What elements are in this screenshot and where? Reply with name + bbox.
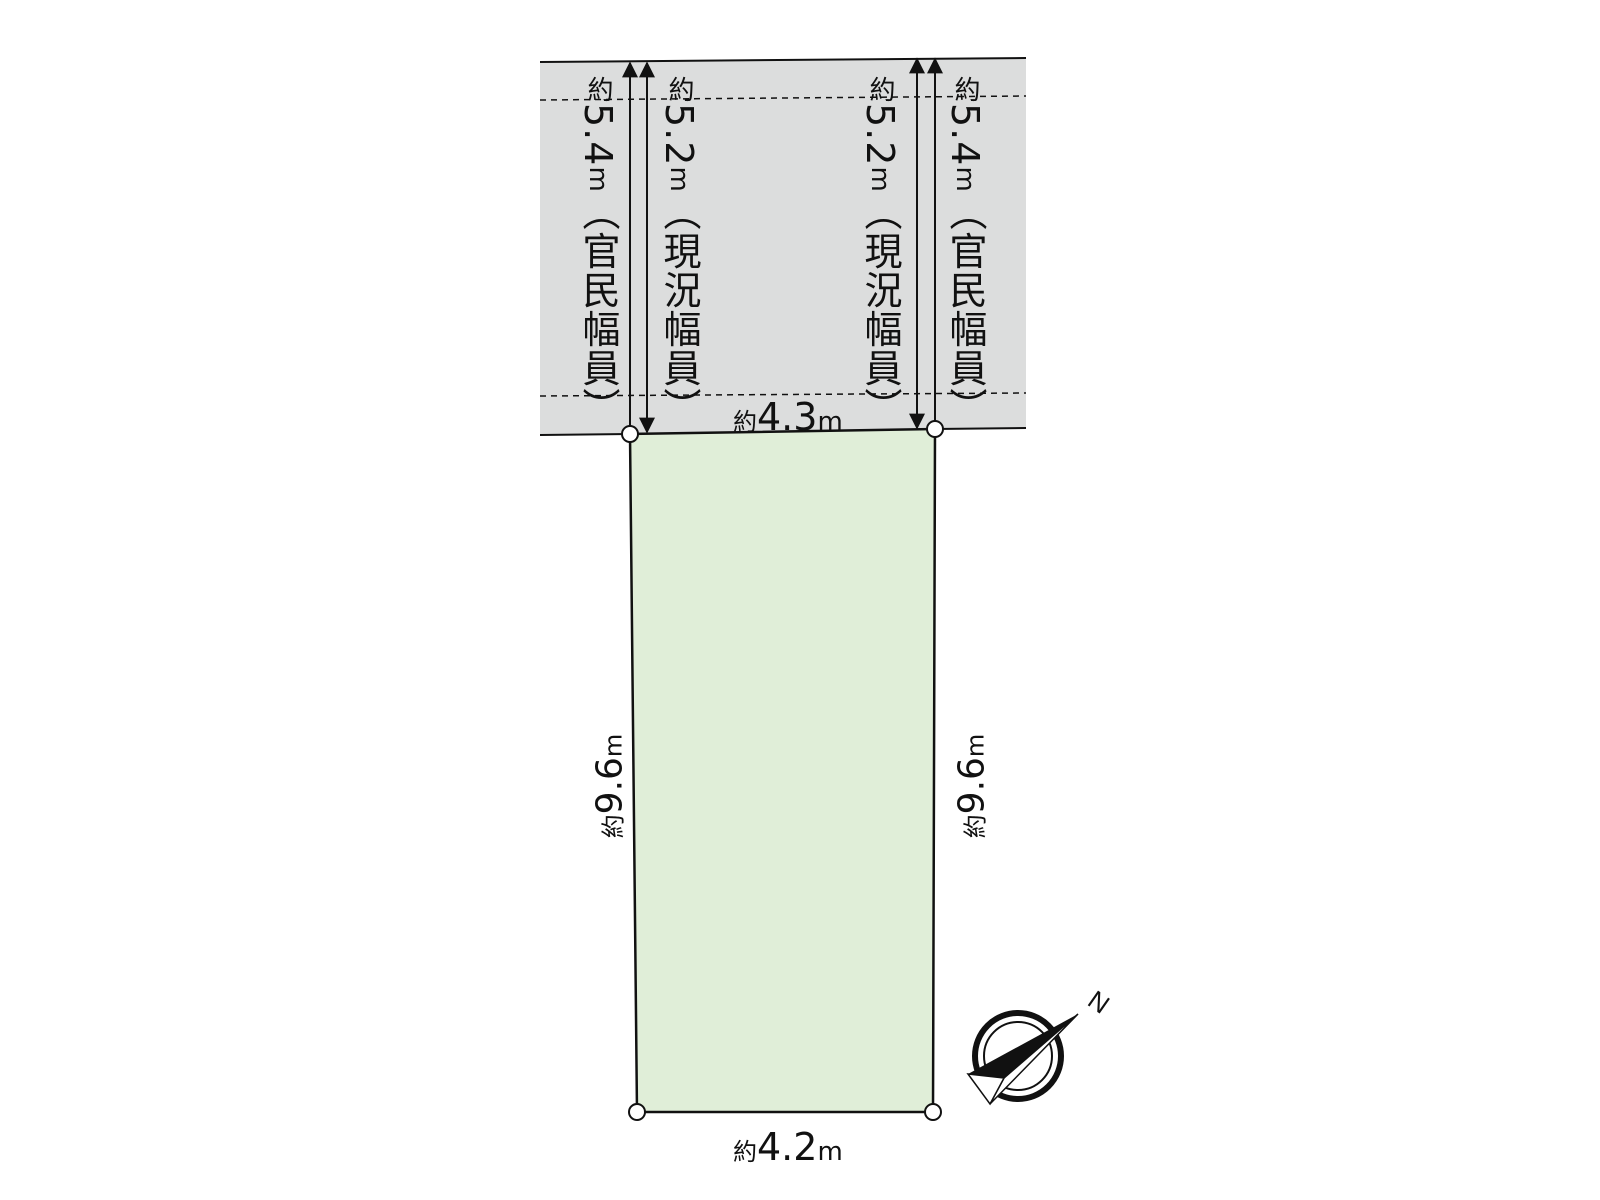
lot-depth-label-left: 約9.6m — [589, 733, 631, 839]
corner-markers — [621, 420, 944, 1121]
road-dashed-line-bottom — [539, 392, 1027, 397]
lot-frontage-label: 約4.3m — [733, 395, 843, 439]
lot-rear-width-label: 約4.2m — [733, 1125, 843, 1169]
road-dashed-line-top — [539, 95, 1027, 101]
road-width-label-right-official: 約5.4m（官民幅員） — [943, 76, 987, 427]
road-width-arrows — [622, 57, 943, 434]
lot-parcel — [628, 427, 937, 1114]
road-area — [539, 57, 1027, 436]
north-label: N — [1083, 984, 1116, 1019]
lot-depth-label-right: 約9.6m — [951, 733, 993, 839]
corner-marker — [628, 1103, 646, 1121]
road-width-label-left-official: 約5.4m（官民幅員） — [576, 76, 620, 427]
road-width-label-right-actual: 約5.2m（現況幅員） — [858, 76, 902, 427]
corner-marker — [924, 1103, 942, 1121]
road-width-label-left-actual: 約5.2m（現況幅員） — [657, 76, 701, 427]
north-arrow-compass-icon: N — [966, 984, 1116, 1106]
corner-marker — [621, 425, 639, 443]
corner-marker — [926, 420, 944, 438]
